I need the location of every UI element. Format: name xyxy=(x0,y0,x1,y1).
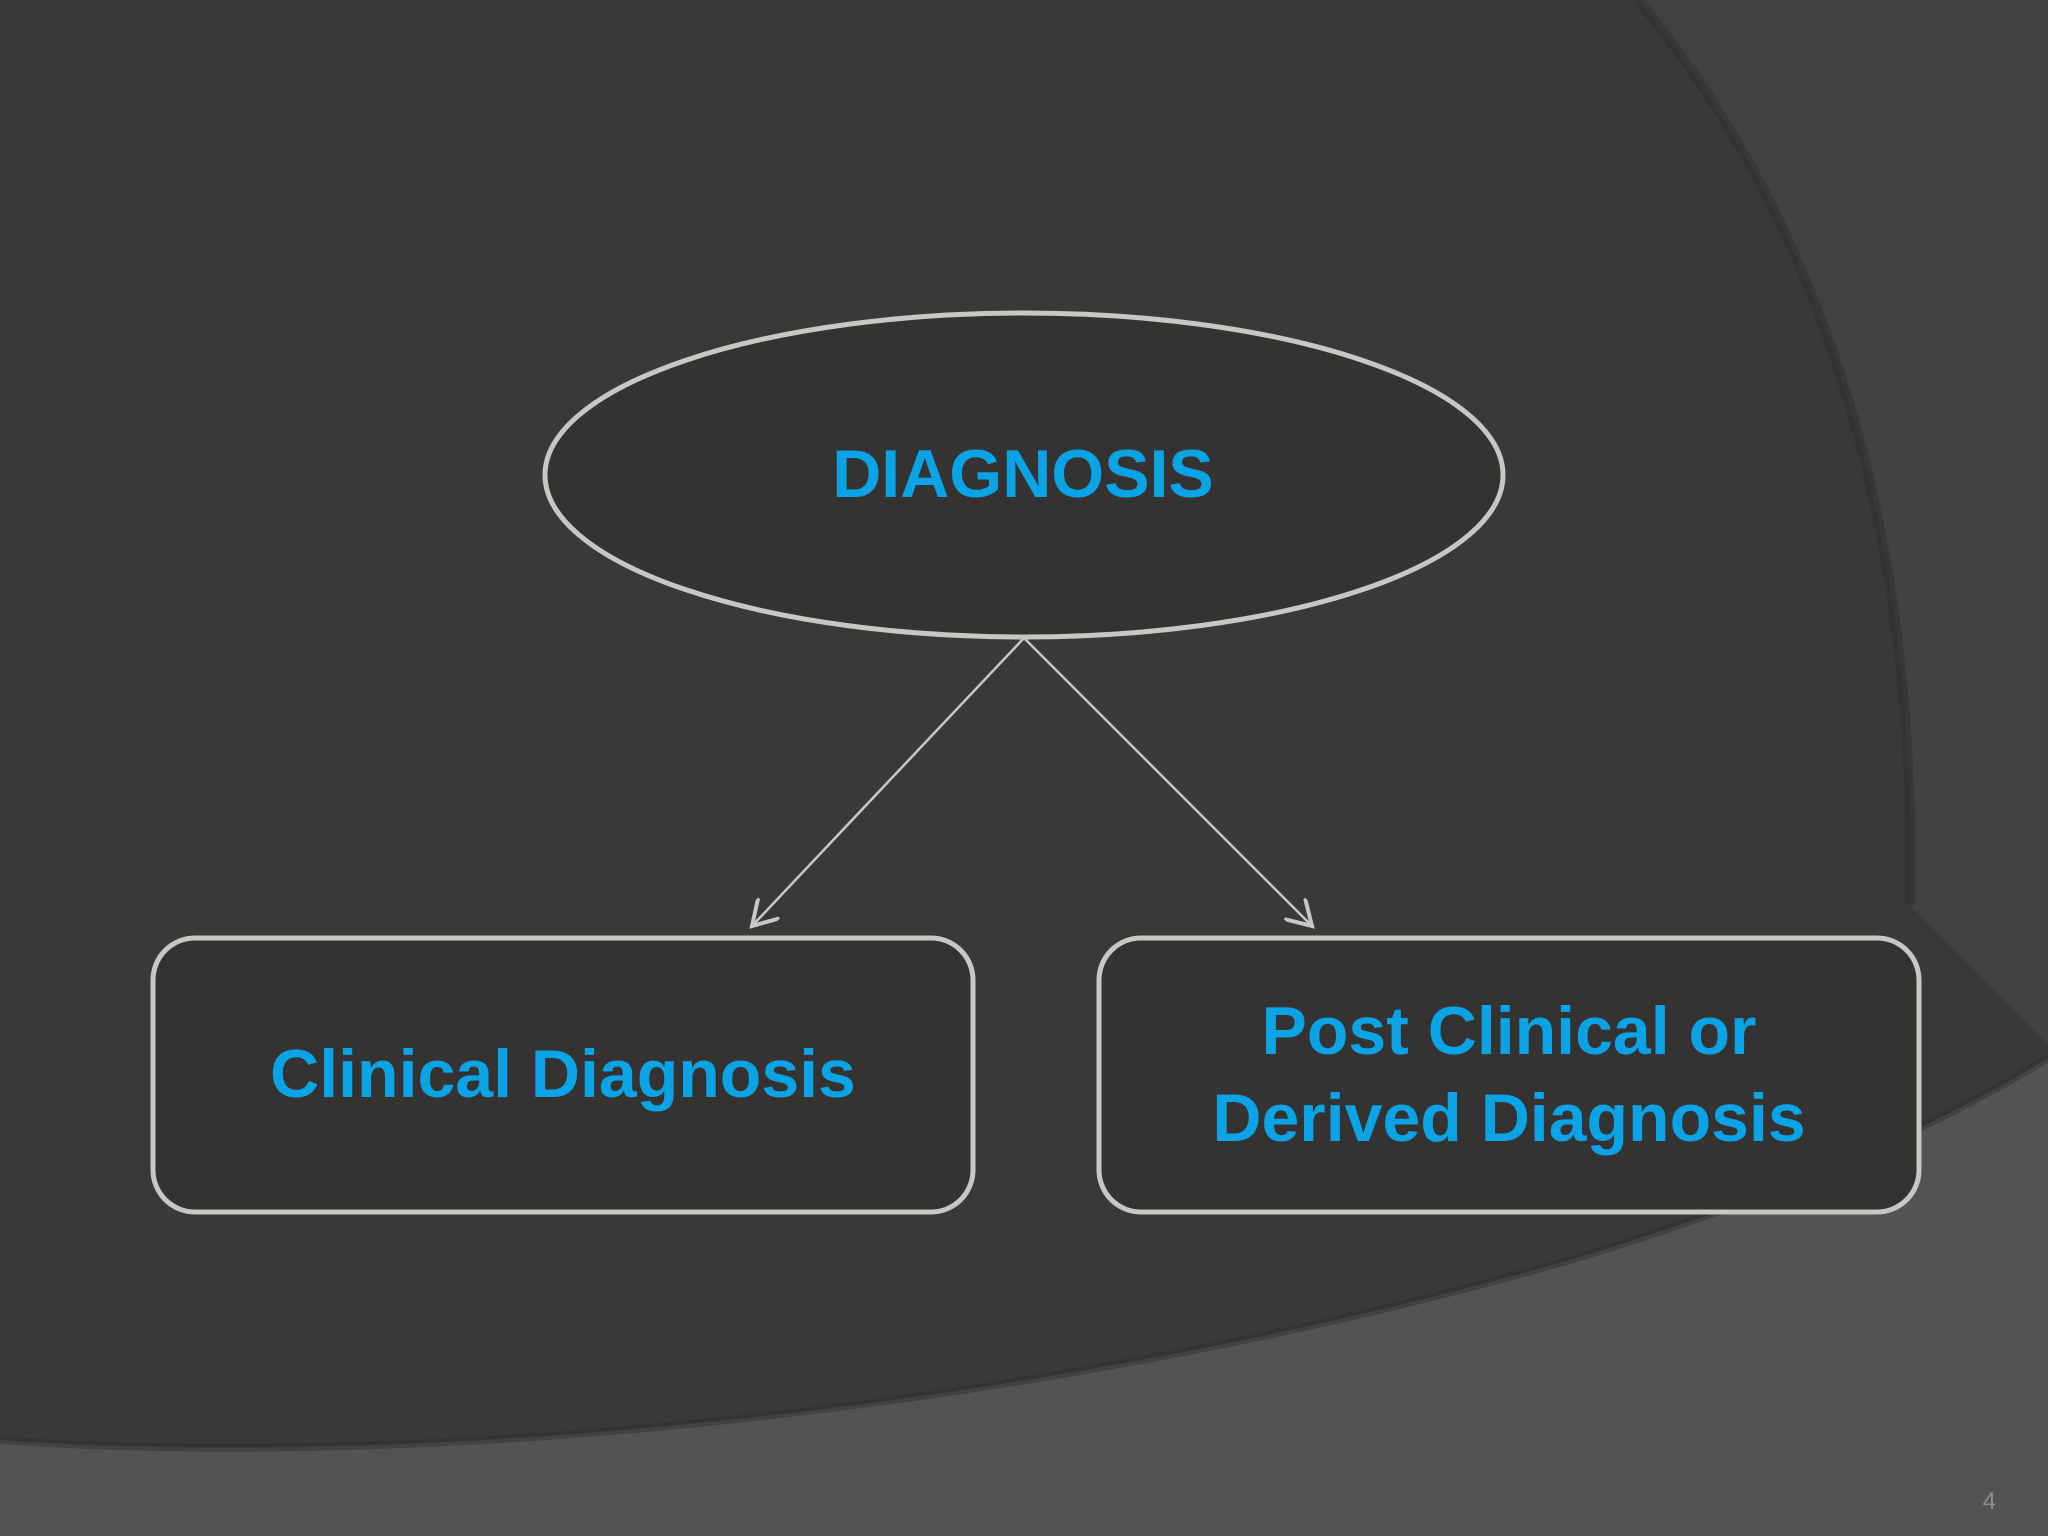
clinical-diagnosis-label: Clinical Diagnosis xyxy=(270,1036,856,1113)
page-number: 4 xyxy=(1982,1488,1996,1515)
diagnosis-label: DIAGNOSIS xyxy=(832,436,1214,513)
arrow-to-clinical-diagnosis xyxy=(752,637,1025,926)
derived-diagnosis-box xyxy=(1096,935,1922,1215)
arrow-to-derived-diagnosis xyxy=(1023,637,1312,926)
clinical-diagnosis-box xyxy=(150,935,976,1215)
derived-diagnosis-label: Post Clinical or Derived Diagnosis xyxy=(1212,992,1806,1156)
diagnosis-ellipse xyxy=(542,310,1506,640)
